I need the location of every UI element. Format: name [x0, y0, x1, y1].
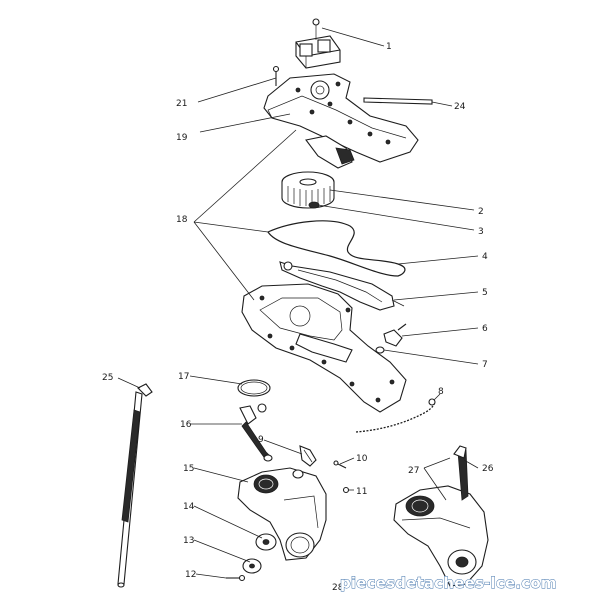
upper-housing: [263, 73, 419, 169]
disc-13: [242, 558, 262, 574]
hose-connector-16: [239, 403, 273, 462]
chain-8: [355, 398, 436, 433]
screw-11: [342, 486, 350, 494]
connector-6: [383, 323, 407, 347]
label-18: 18: [176, 215, 188, 225]
label-5: 5: [482, 288, 488, 298]
lower-shell-15: [237, 467, 327, 561]
label-16: 16: [180, 420, 192, 430]
label-7: 7: [482, 360, 488, 370]
label-14: 14: [183, 502, 195, 512]
label-9: 9: [258, 435, 264, 445]
label-8: 8: [438, 387, 444, 397]
label-17: 17: [178, 372, 189, 382]
label-27: 27: [408, 466, 419, 476]
label-26: 26: [482, 464, 494, 474]
motor-block: [295, 18, 341, 69]
label-1: 1: [386, 42, 392, 52]
leader-lines: [117, 27, 479, 579]
screw-10: [333, 460, 347, 469]
watermark: piecesdetachees-lce.com: [340, 574, 557, 592]
pin-21: [272, 65, 280, 86]
screw-12: [226, 574, 246, 582]
label-19: 19: [176, 133, 188, 143]
rod-24: [363, 97, 433, 105]
fan-wheel: [281, 171, 335, 209]
assembled-unit: [393, 445, 489, 587]
disc-14: [255, 533, 277, 551]
label-15: 15: [183, 464, 194, 474]
label-4: 4: [482, 252, 488, 262]
label-3: 3: [478, 227, 484, 237]
clip-9: [299, 445, 317, 467]
label-13: 13: [183, 536, 194, 546]
label-10: 10: [356, 454, 368, 464]
label-28: 28: [332, 583, 344, 593]
label-25: 25: [102, 373, 113, 383]
label-2: 2: [478, 207, 484, 217]
wand-25: [117, 383, 153, 588]
heating-element: [279, 261, 405, 311]
label-24: 24: [454, 102, 466, 112]
label-11: 11: [356, 487, 367, 497]
label-6: 6: [482, 324, 488, 334]
lower-housing: [241, 283, 407, 413]
clamp-ring-17: [237, 379, 271, 397]
part-labels: 1 2 3 4 5 6 7 8 9 10 11 12 13 14 15 16 1…: [102, 42, 494, 593]
nut-3: [308, 201, 320, 209]
label-12: 12: [185, 570, 196, 580]
label-21: 21: [176, 99, 187, 109]
